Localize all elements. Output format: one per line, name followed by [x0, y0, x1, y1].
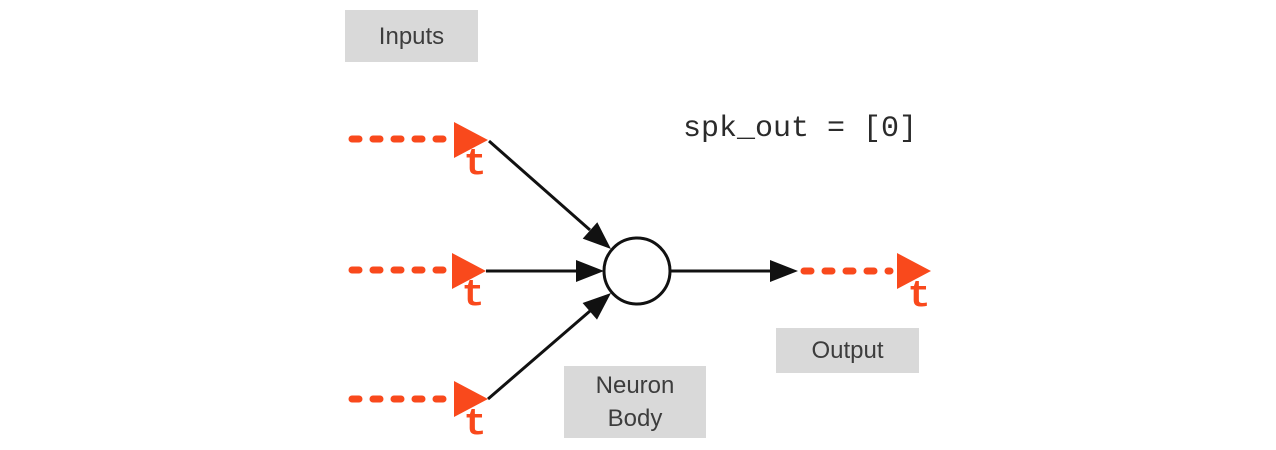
- output-spike-arrowhead: [897, 253, 931, 289]
- dendrite-wire-1: [488, 139, 591, 232]
- dendrite-arrowhead-2: [576, 260, 604, 282]
- dendrite-arrowhead-1: [582, 222, 611, 249]
- neuron-body-circle: [602, 236, 672, 306]
- time-label-input-1: t: [463, 143, 487, 186]
- input-spike-arrowhead-2: [452, 253, 486, 289]
- output-label: Output: [776, 328, 919, 373]
- input-spike-arrowhead-1: [454, 122, 488, 158]
- inputs-label: Inputs: [345, 10, 478, 62]
- input-spike-arrowhead-3: [454, 381, 488, 417]
- dendrite-wire-3: [487, 309, 591, 401]
- neuron-body-label: Neuron Body: [564, 366, 706, 438]
- dendrite-arrowhead-3: [582, 293, 611, 320]
- time-label-output: t: [907, 275, 931, 318]
- time-label-input-3: t: [463, 403, 487, 446]
- spk-out-code-text: spk_out = [0]: [682, 112, 918, 146]
- time-label-input-2: t: [461, 274, 485, 317]
- axon-arrowhead: [770, 260, 798, 282]
